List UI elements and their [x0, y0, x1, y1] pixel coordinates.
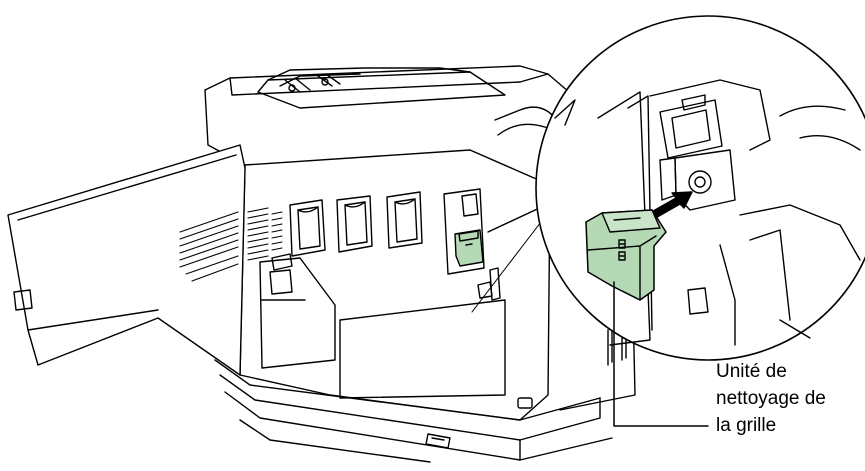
callout-line-3: la grille	[716, 415, 776, 436]
housing-detail	[659, 94, 736, 211]
toner-bays	[247, 188, 501, 369]
callout-leader	[613, 281, 709, 427]
zoom-detail	[471, 15, 865, 361]
door-vents	[179, 211, 239, 282]
inner-latch-icon	[687, 287, 709, 315]
vent-grille	[247, 207, 283, 261]
side-door	[7, 144, 246, 376]
tray-handle-icon	[517, 397, 533, 409]
callout-label: Unité de nettoyage de la grille	[716, 361, 826, 436]
top-rollers	[284, 73, 341, 93]
callout-line-1: Unité de	[716, 361, 787, 382]
tray-handle-icon	[425, 433, 451, 449]
grid-cleaning-unit	[585, 209, 667, 301]
callout-line-2: nettoyage de	[716, 388, 826, 409]
installed-cleaning-unit	[454, 229, 484, 267]
